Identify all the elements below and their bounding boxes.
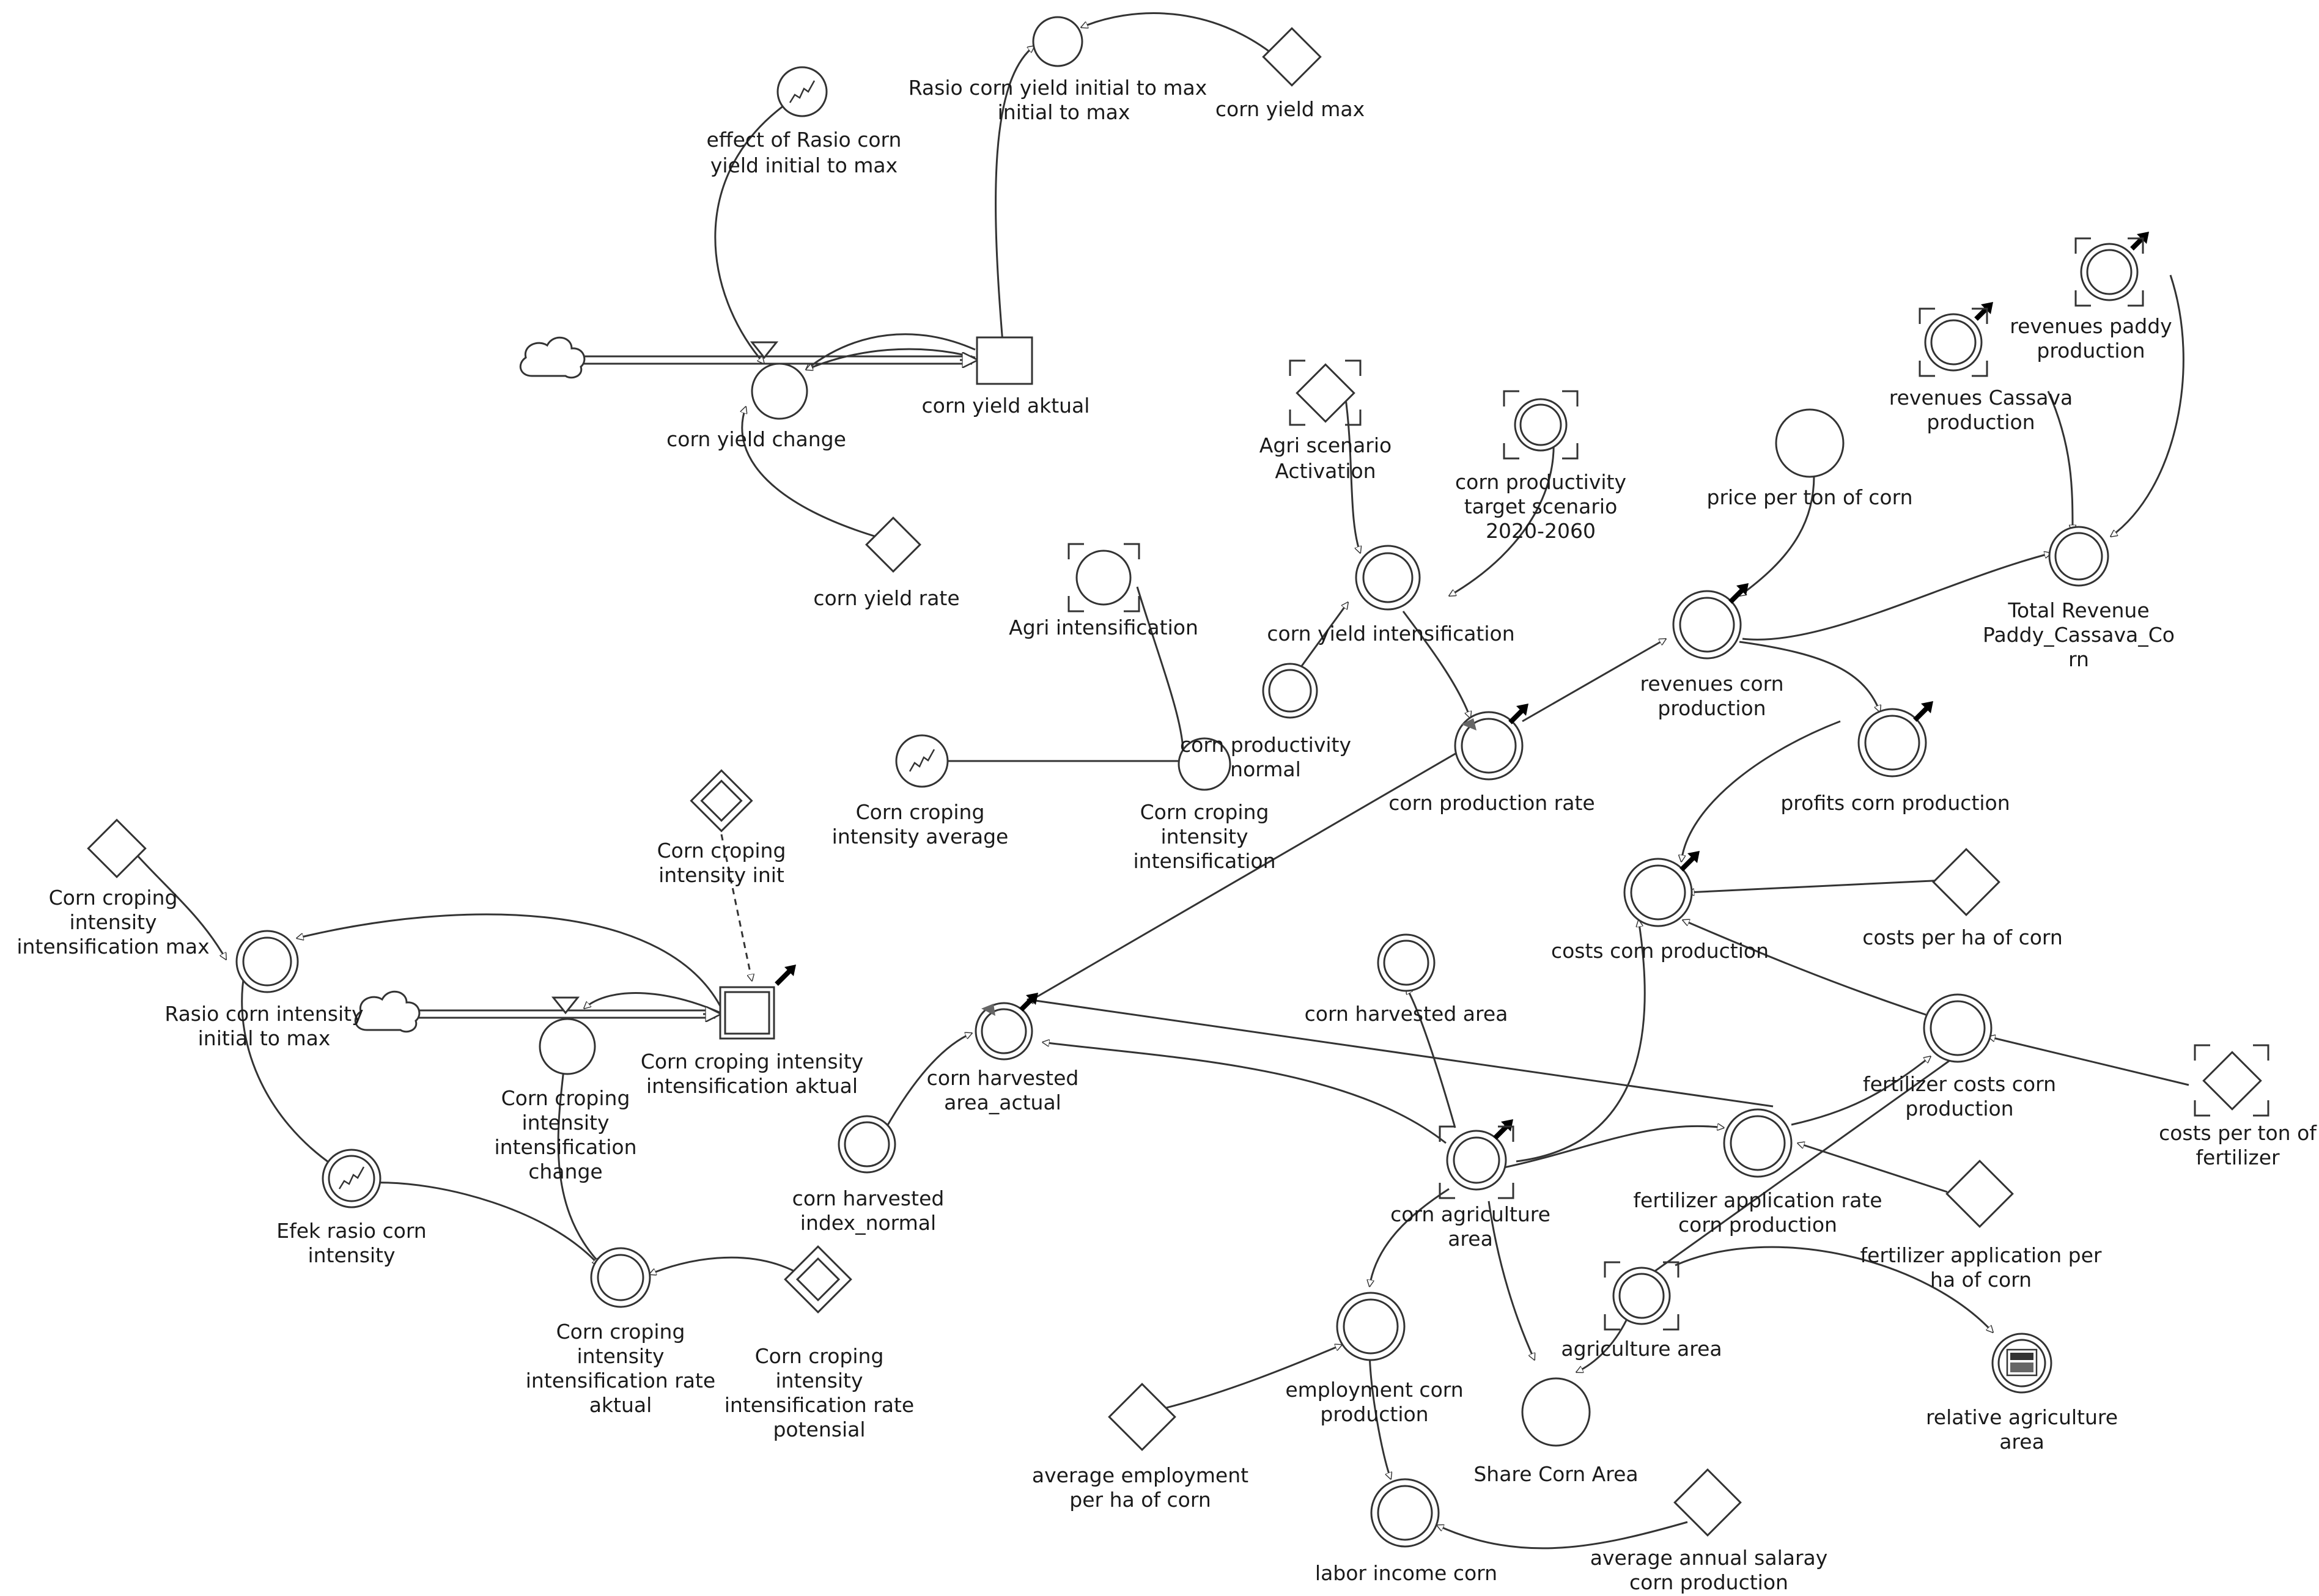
label-rasio-corn-yield-2: initial to max — [998, 100, 1130, 124]
label-profits-corn: profits corn production — [1780, 791, 2010, 815]
profits-corn-production-aux[interactable] — [1857, 701, 1933, 778]
average-annual-salaray-constant[interactable] — [1673, 1468, 1742, 1537]
flow-pipes — [416, 356, 977, 1018]
costs-per-ha-corn-constant[interactable] — [1932, 848, 2000, 916]
label-price-per-ton: price per ton of corn — [1707, 485, 1913, 509]
corn-yield-max-constant[interactable] — [1262, 27, 1322, 87]
corn-harvested-area-actual-aux[interactable] — [975, 993, 1038, 1061]
corn-harvested-area-aux[interactable] — [1377, 933, 1436, 992]
efek-rasio-corn-intensity-graph-aux[interactable] — [322, 1149, 382, 1208]
relative-agriculture-area-aux[interactable] — [1991, 1333, 2052, 1394]
fertilizer-costs-corn-aux[interactable] — [1923, 993, 1993, 1063]
label-labor-income: labor income corn — [1315, 1561, 1497, 1585]
agriculture-area-aux[interactable] — [1604, 1261, 1679, 1331]
agri-intensification-aux[interactable] — [1067, 543, 1140, 612]
corn-harvested-index-normal-aux[interactable] — [838, 1115, 896, 1174]
label-corn-yield-change: corn yield change — [666, 427, 846, 451]
label-agriculture-area: agriculture area — [1561, 1337, 1722, 1361]
revenues-cassava-aux[interactable] — [1919, 302, 1993, 377]
fertilizer-application-rate-aux[interactable] — [1723, 1108, 1793, 1178]
average-employment-per-ha-constant[interactable] — [1108, 1383, 1176, 1451]
employment-corn-aux[interactable] — [1336, 1292, 1406, 1361]
revenues-corn-production-aux[interactable] — [1672, 583, 1749, 660]
label-agri-intensification: Agri intensification — [1009, 616, 1198, 639]
label-corn-yield-rate: corn yield rate — [813, 586, 959, 610]
label-corn-yield-aktual: corn yield aktual — [922, 394, 1090, 417]
label-corn-yield-intensification: corn yield intensification — [1267, 622, 1514, 645]
agri-scenario-activation-constant[interactable] — [1289, 359, 1362, 426]
corn-yield-rate-constant[interactable] — [865, 517, 921, 573]
costs-per-ton-fertilizer-constant[interactable] — [2194, 1044, 2269, 1117]
label-costs-corn: costs corn production — [1551, 939, 1769, 963]
corn-croping-intensity-aktual-stock[interactable] — [719, 965, 796, 1040]
node-labels: Rasio corn yield initial to max initial … — [17, 76, 2317, 1594]
labor-income-corn-aux[interactable] — [1370, 1478, 1440, 1548]
revenues-paddy-aux[interactable] — [2074, 232, 2149, 307]
label-corn-yield-max: corn yield max — [1215, 97, 1365, 121]
rasio-corn-intensity-aux[interactable] — [235, 930, 299, 993]
corn-croping-intensity-init-constant[interactable] — [690, 769, 753, 833]
price-per-ton-corn-aux[interactable] — [1775, 408, 1845, 478]
corn-yield-intensification-aux[interactable] — [1355, 545, 1421, 611]
corn-agriculture-area-aux[interactable] — [1439, 1119, 1514, 1199]
corn-croping-intensity-change-valve — [539, 996, 596, 1075]
corn-croping-rate-potensial-constant[interactable] — [784, 1245, 852, 1314]
label-share-corn: Share Corn Area — [1473, 1462, 1638, 1486]
total-revenue-aux[interactable] — [2048, 526, 2109, 587]
fertilizer-application-per-ha-constant[interactable] — [1945, 1160, 2014, 1228]
corn-croping-intensity-intensification-aux[interactable] — [1178, 737, 1231, 791]
corn-croping-intensity-average-graph-aux[interactable] — [895, 734, 949, 788]
cloud-source-yield — [519, 336, 586, 379]
label-harvested-area: corn harvested area — [1305, 1002, 1508, 1026]
effect-rasio-corn-yield-graph-aux[interactable] — [776, 66, 828, 117]
connector-links — [136, 12, 2189, 1550]
corn-croping-rate-aktual-aux[interactable] — [590, 1247, 651, 1308]
label-corn-production-rate: corn production rate — [1388, 791, 1595, 815]
costs-corn-production-aux[interactable] — [1623, 851, 1700, 927]
share-corn-area-aux[interactable] — [1521, 1377, 1591, 1447]
corn-croping-intensity-max-constant[interactable] — [87, 818, 147, 878]
corn-yield-aktual-stock[interactable] — [976, 336, 1033, 385]
corn-productivity-normal-aux[interactable] — [1262, 663, 1318, 719]
corn-productivity-target-aux[interactable] — [1503, 390, 1579, 460]
rasio-corn-yield-aux[interactable] — [1032, 16, 1083, 67]
corn-yield-change-valve — [750, 341, 808, 420]
corn-production-rate-aux[interactable] — [1454, 704, 1528, 781]
label-costs-per-ha: costs per ha of corn — [1862, 925, 2063, 949]
label-rasio-corn-yield: Rasio corn yield initial to max — [909, 76, 1207, 100]
cloud-source-intensity — [354, 990, 421, 1033]
